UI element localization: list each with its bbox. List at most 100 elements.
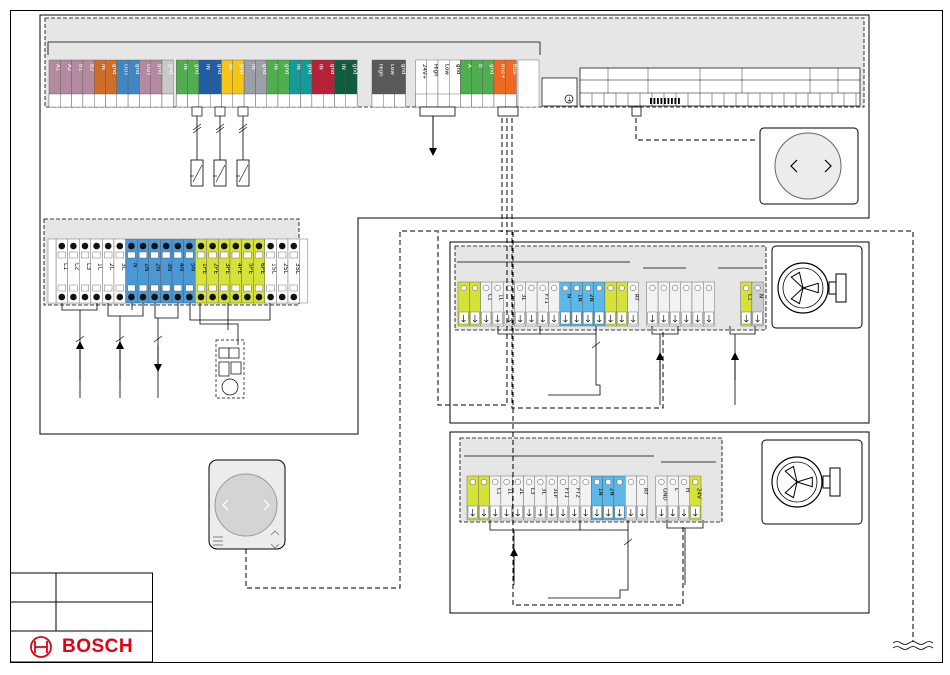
- cable-end-break: [892, 641, 934, 645]
- top-terminal-label: Low: [389, 64, 395, 75]
- unit-terminal-label: 24V: [695, 488, 701, 499]
- top-terminal-label: IN: [272, 64, 278, 70]
- unit-terminal-label: 3LP: [552, 488, 558, 499]
- top-terminal-label: 24V+: [421, 64, 427, 80]
- top-terminal-label: gnd: [216, 64, 222, 74]
- fan-unit-1-wires: [497, 326, 756, 405]
- unit-terminal-label: FT1: [563, 488, 569, 498]
- wall-thermostat[interactable]: [208, 459, 286, 550]
- top-terminal-label: gnd: [156, 64, 162, 74]
- unit-terminal-label: L3: [529, 488, 535, 495]
- mains-terminal-label: 1N: [143, 263, 150, 271]
- unit-terminal-label: RT: [642, 488, 648, 495]
- sheet-border: [10, 10, 943, 663]
- unit-terminal-label: 2N: [608, 488, 614, 496]
- top-terminal-label: IN: [227, 64, 233, 70]
- unit-terminal-label: H: [684, 488, 690, 492]
- top-terminal-label: A2: [66, 64, 72, 71]
- top-terminal-label: OUT: [145, 64, 151, 76]
- mains-terminal-label: 3N: [166, 263, 173, 271]
- unit-terminal-label: 3L: [540, 488, 546, 495]
- fan-unit-2-wires: [489, 520, 704, 599]
- bosch-logo-icon: [30, 636, 52, 658]
- unit-terminal-label: L1: [746, 294, 752, 301]
- top-terminal-label: gnd: [400, 64, 406, 74]
- unit-terminal-label: 1N: [577, 294, 583, 302]
- top-terminal-label: gnd: [168, 64, 174, 74]
- unit-terminal-label: L1: [486, 294, 492, 301]
- unit-terminal-label: FT2: [574, 488, 580, 498]
- mains-terminal-label: 4PE: [236, 263, 243, 274]
- mains-terminal-label: 6PE: [259, 263, 266, 274]
- unit-terminal-label: 2N: [588, 294, 594, 302]
- title-block: [10, 572, 153, 663]
- unit-terminal-label: N: [565, 294, 571, 298]
- top-terminal-label: gnd: [261, 64, 267, 74]
- top-terminal-label: Low: [444, 64, 450, 75]
- top-terminal-label: gnd: [134, 64, 140, 74]
- top-terminal-label: IN: [100, 64, 106, 70]
- fan-unit-2: L1 1L 2L L3 3L 3LP FT1 FT2 1N 2N RT GND L H 24V: [449, 431, 870, 614]
- temperature-sensors: [190, 106, 250, 187]
- top-terminal-label: gnd: [488, 64, 494, 74]
- top-terminal-label: gnd: [284, 64, 290, 74]
- svg-text:⏚: ⏚: [567, 97, 573, 104]
- top-terminal-label: A1: [55, 64, 61, 71]
- mains-terminal-label: 3SL: [294, 263, 301, 275]
- top-terminal-label: gnd: [455, 64, 461, 74]
- top-terminal-label: B1: [77, 64, 83, 71]
- mains-terminal-label: 4N: [178, 263, 185, 271]
- unit-terminal-label: N: [758, 294, 764, 298]
- unit-terminal-label: 1N: [597, 488, 603, 496]
- top-terminal-label: OUT: [122, 64, 128, 76]
- top-terminal-label: gnd: [329, 64, 335, 74]
- top-terminal-label: IN: [205, 64, 211, 70]
- mains-terminal-label: 5N: [189, 263, 196, 271]
- top-terminal-label: gnd: [306, 64, 312, 74]
- top-terminal-label: IN: [340, 64, 346, 70]
- unit-terminal-label: 1L: [507, 488, 513, 495]
- mains-wires: [61, 303, 271, 399]
- top-terminal-label: IN: [295, 64, 301, 70]
- top-terminal-label: High: [432, 64, 438, 77]
- top-terminal-label: Bus-: [511, 64, 517, 76]
- brand-logo-text: BOSCH: [62, 636, 134, 657]
- top-terminal-label: High: [378, 64, 384, 77]
- top-terminal-label: gnd: [238, 64, 244, 74]
- mains-terminal-label: 1L: [97, 263, 104, 271]
- mains-terminal-label: 2SL: [282, 263, 289, 275]
- top-terminal-label: gnd: [193, 64, 199, 74]
- unit-terminal-label: GND: [661, 488, 667, 501]
- top-terminal-label: Bus+: [500, 64, 506, 79]
- top-terminal-label: B2: [89, 64, 95, 71]
- bus-cables: [245, 118, 914, 642]
- top-terminal-label: gnd: [111, 64, 117, 74]
- unit-terminal-label: RT: [633, 294, 639, 301]
- unit-terminal-label: L1: [495, 488, 501, 495]
- mains-terminal-label: 2N: [155, 263, 162, 271]
- mains-terminal-label: 2L: [108, 263, 115, 271]
- unit-terminal-label: L: [673, 488, 679, 492]
- top-terminal-label: IN: [182, 64, 188, 70]
- mains-terminal-label: 3L: [120, 263, 127, 271]
- unit-terminal-label: FT1: [543, 294, 549, 304]
- top-terminal-label: IN: [318, 64, 324, 70]
- unit-terminal-label: 2L: [518, 488, 524, 495]
- control-knob-panel[interactable]: [759, 127, 859, 205]
- unit-terminal-label: 1L: [498, 294, 504, 301]
- top-terminal-label: B: [477, 64, 483, 68]
- mains-terminal-label: L3: [85, 263, 92, 270]
- mains-terminal-label: L2: [73, 263, 80, 270]
- top-terminal-label: A: [466, 64, 472, 68]
- mains-terminal-label: 1SL: [271, 263, 278, 275]
- mains-terminal-label: 3PE: [224, 263, 231, 274]
- top-terminal-label: IN: [250, 64, 256, 70]
- top-terminal-label: gnd: [351, 64, 357, 74]
- mains-terminal-label: 5PE: [247, 263, 254, 274]
- unit-terminal-label: 3L: [520, 294, 526, 301]
